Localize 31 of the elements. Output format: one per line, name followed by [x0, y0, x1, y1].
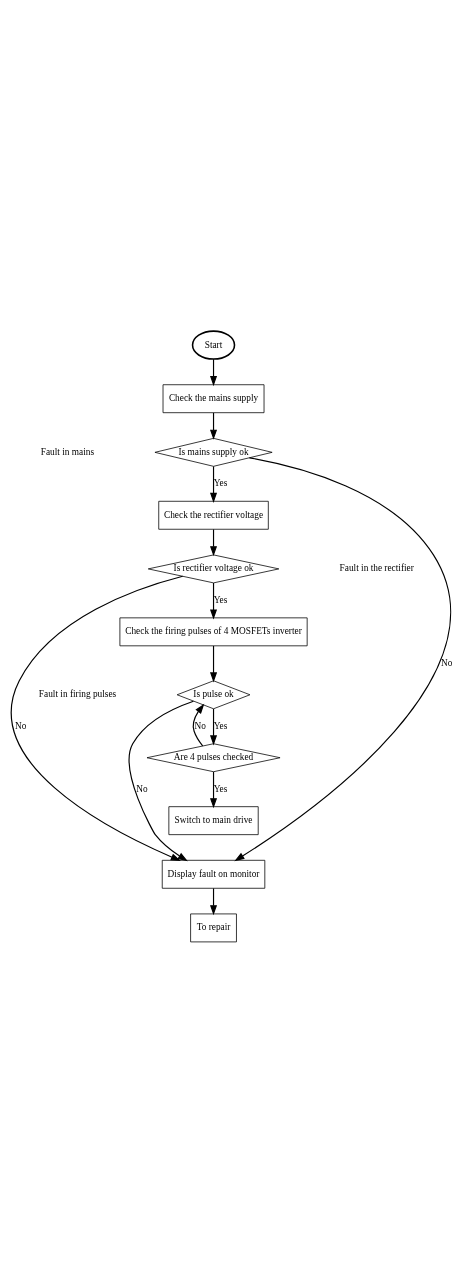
node-diamond: Is pulse ok — [176, 679, 251, 709]
edge-label: No — [15, 720, 27, 731]
arrow — [128, 700, 194, 861]
label: Fault in firing pulses — [38, 688, 117, 699]
node-box: Check the rectifier voltage — [158, 500, 269, 530]
node-diamond: Is rectifier voltage ok — [147, 554, 280, 583]
label: Fault in mains — [40, 446, 95, 457]
node-box: Check the mains supply — [162, 383, 265, 413]
node-diamond: Is mains supply ok — [154, 437, 273, 467]
edge-label: No — [440, 657, 453, 668]
node-diamond: Are 4 pulses checked — [146, 742, 281, 772]
arrow — [192, 703, 205, 746]
arrow — [234, 456, 452, 861]
edge-label: No — [194, 720, 207, 731]
edge-label: No — [136, 783, 148, 794]
arrow — [210, 581, 218, 620]
edge-label: Yes — [213, 477, 228, 488]
node-box: Display fault on monitor — [161, 859, 266, 889]
arrow — [210, 644, 218, 682]
node-box: Switch to main drive — [168, 805, 259, 835]
arrow — [11, 575, 184, 861]
edge-label: Yes — [213, 783, 228, 794]
edge-label: Yes — [213, 720, 228, 731]
arrow — [210, 465, 218, 503]
node-box: To repair — [190, 913, 237, 942]
arrow — [210, 707, 218, 745]
node-ellipse: Start — [191, 329, 236, 360]
label: Fault in the rectifier — [339, 562, 414, 573]
edge-label: Yes — [213, 594, 228, 605]
node-box: Check the firing pulses of 4 MOSFETs inverter — [119, 616, 308, 646]
arrow — [210, 770, 218, 808]
